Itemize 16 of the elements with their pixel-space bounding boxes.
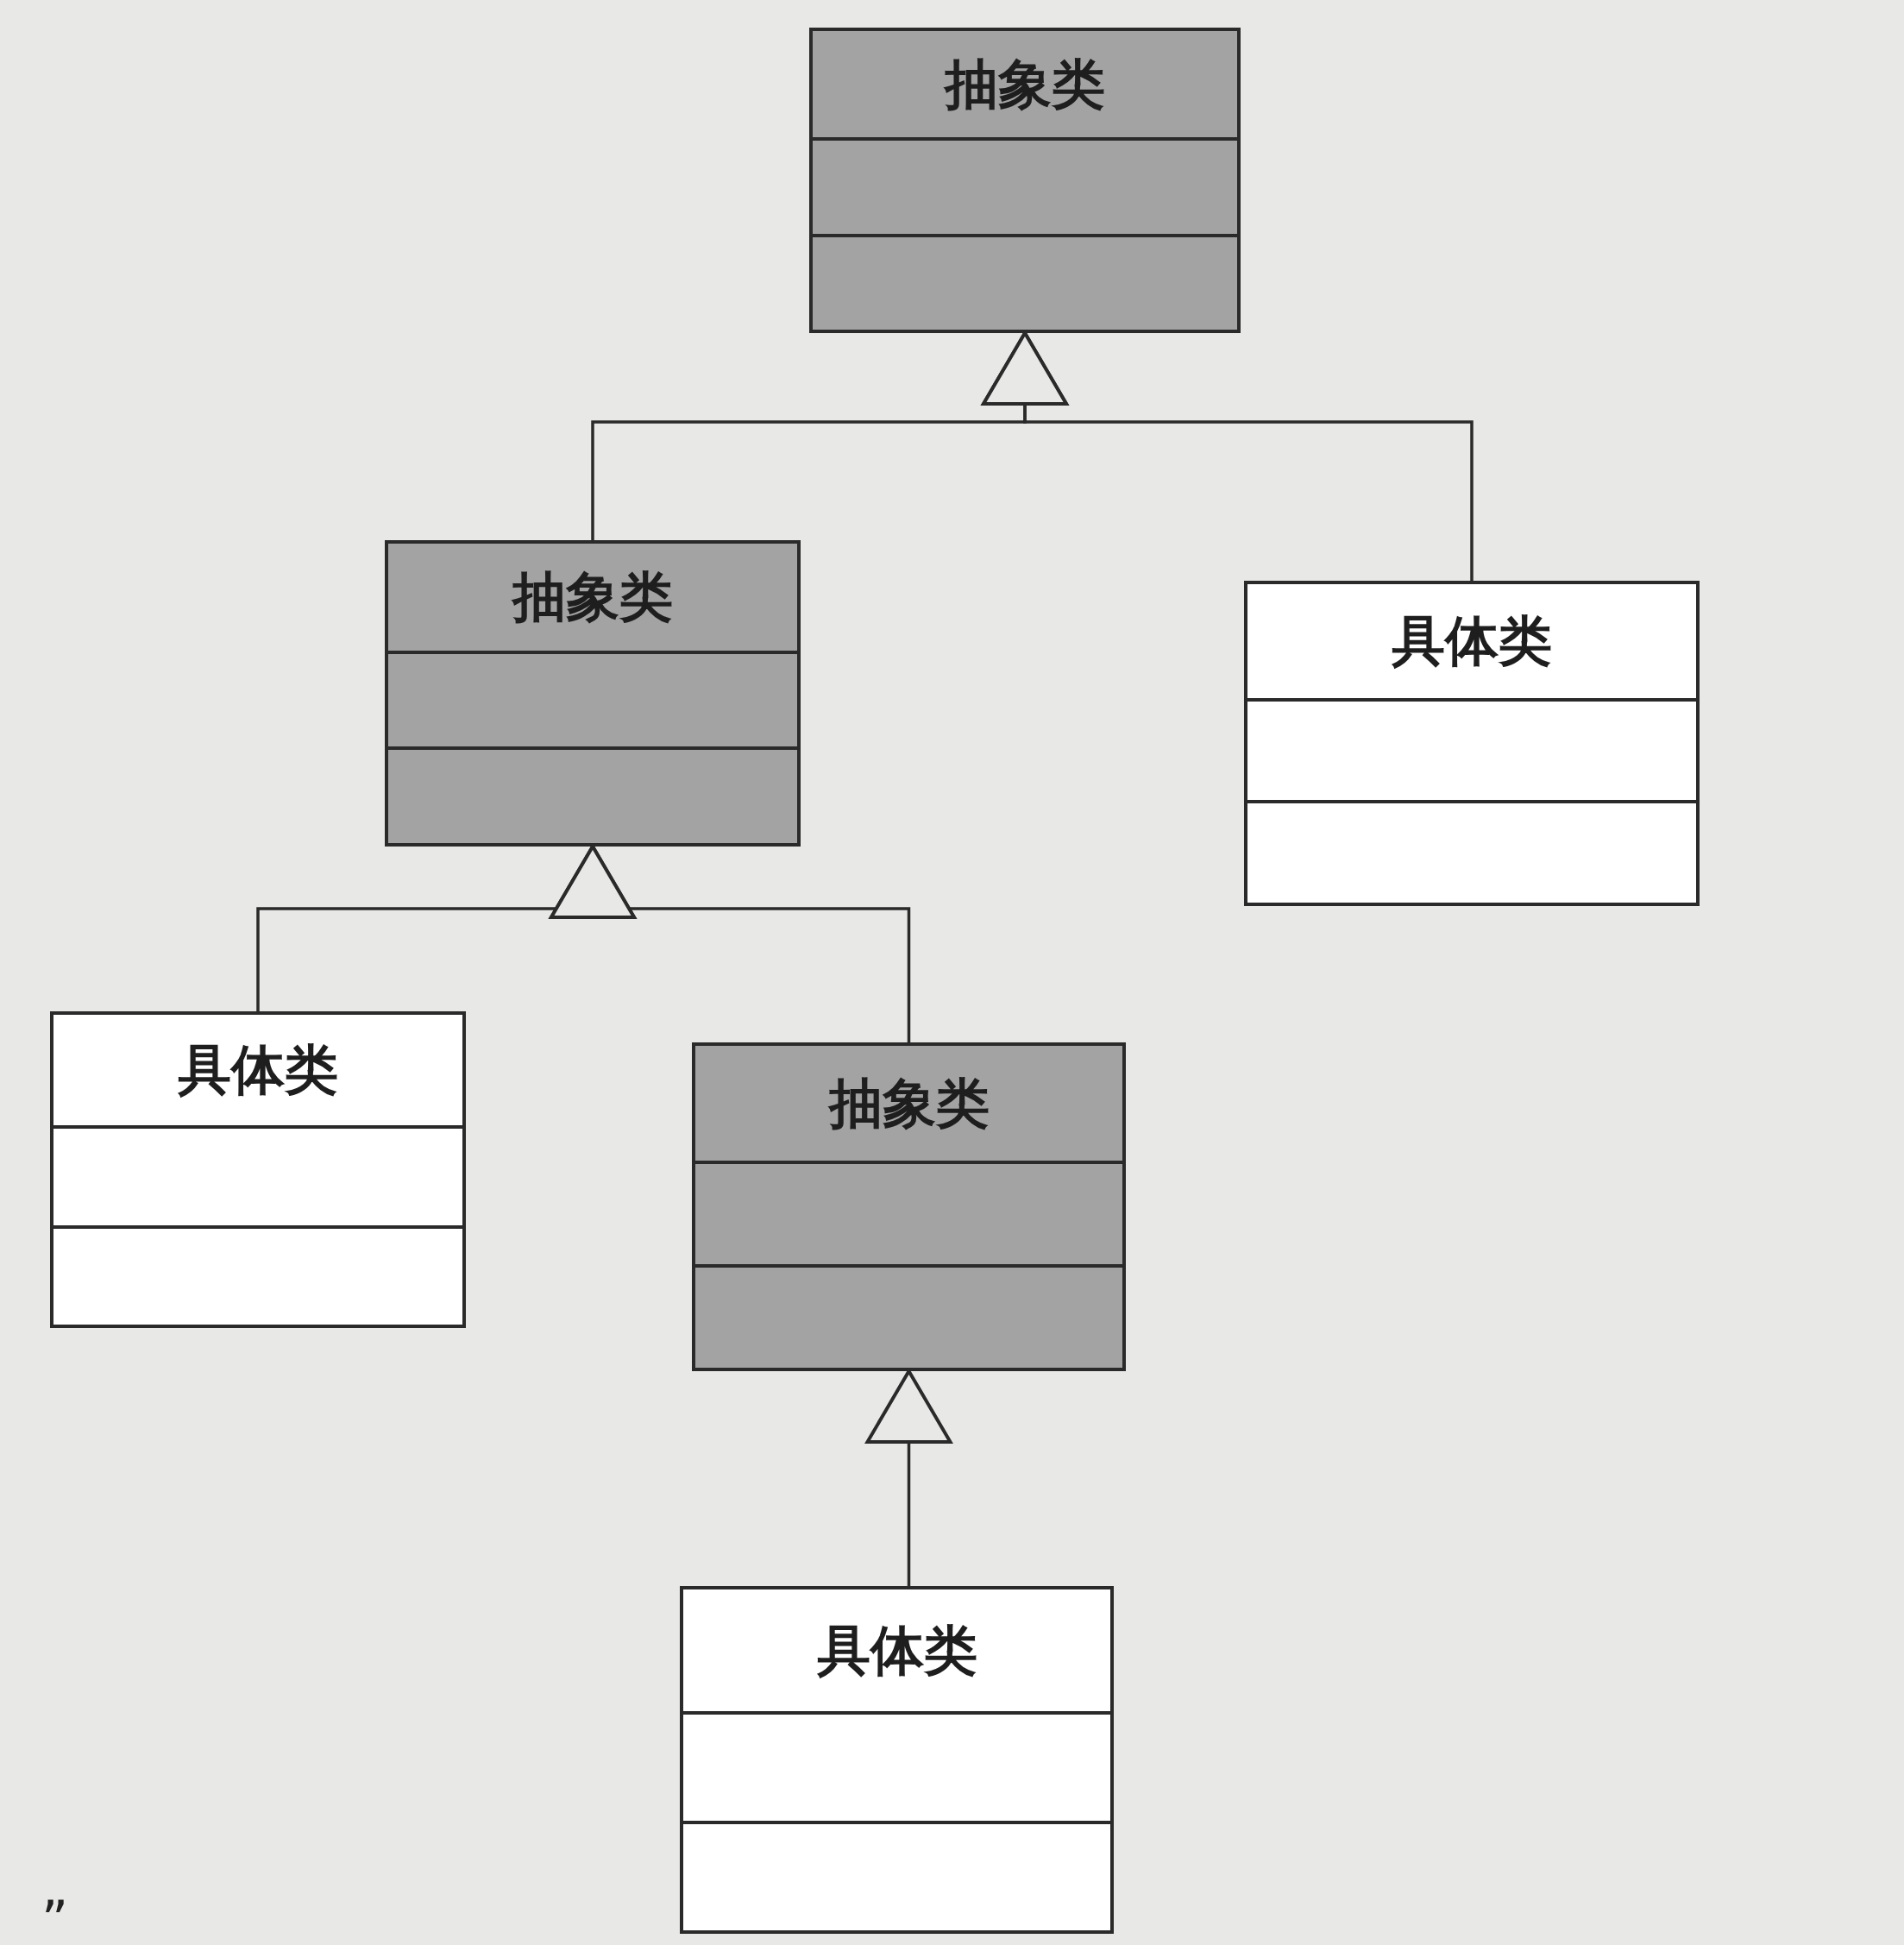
inheritance-arrow [550, 845, 911, 1042]
class-name: 具体类 [816, 1617, 977, 1684]
abstract-class-box [809, 28, 1241, 333]
class-name: 抽象类 [828, 1070, 990, 1136]
abstract-class-box [385, 540, 801, 847]
inheritance-arrow [865, 1369, 952, 1586]
class-box [1244, 581, 1700, 906]
class-name: 抽象类 [512, 563, 673, 630]
class-box [50, 1011, 466, 1328]
quotation-mark: ” [41, 1890, 69, 1945]
class-name: 具体类 [178, 1037, 338, 1104]
abstract-class-box [692, 1042, 1126, 1371]
class-name: 抽象类 [945, 51, 1105, 117]
class-name: 具体类 [1392, 607, 1552, 674]
class-box [680, 1586, 1114, 1934]
inheritance-arrow [982, 331, 1474, 581]
